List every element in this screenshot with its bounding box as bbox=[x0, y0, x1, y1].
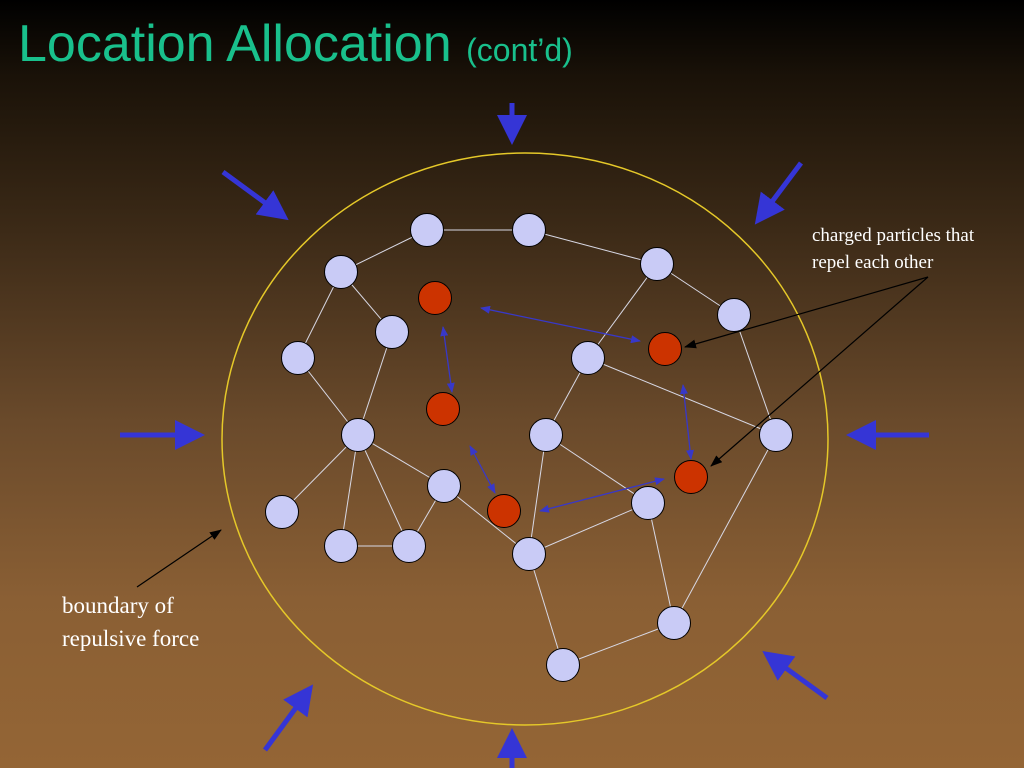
force-arrow-top-left bbox=[221, 169, 289, 221]
network-node bbox=[631, 486, 665, 520]
network-node bbox=[571, 341, 605, 375]
network-edge bbox=[528, 553, 564, 666]
force-arrow-bottom-right bbox=[762, 650, 829, 701]
repulsion-arrow bbox=[469, 445, 496, 494]
network-node bbox=[717, 298, 751, 332]
charged-particle bbox=[418, 281, 452, 315]
network-edge bbox=[562, 622, 675, 666]
network-edge bbox=[357, 434, 410, 547]
boundary-label-line: repulsive force bbox=[62, 626, 200, 651]
network-node bbox=[427, 469, 461, 503]
network-edge bbox=[340, 434, 359, 547]
network-node bbox=[265, 495, 299, 529]
charged-particle bbox=[648, 332, 682, 366]
network-node bbox=[546, 648, 580, 682]
slide-title: Location Allocation (cont’d) bbox=[18, 18, 573, 70]
repulsion-arrows bbox=[440, 305, 695, 513]
repulsion-arrow bbox=[480, 305, 641, 344]
repulsion-arrow bbox=[539, 477, 665, 513]
force-arrow-top-right bbox=[754, 161, 803, 225]
network-edge bbox=[647, 502, 675, 624]
network-edge bbox=[443, 485, 530, 555]
callout-lines bbox=[136, 276, 929, 588]
network-edge bbox=[733, 314, 777, 436]
network-edge bbox=[545, 434, 649, 504]
title-suffix: (cont’d) bbox=[466, 32, 573, 68]
network-node bbox=[640, 247, 674, 281]
title-main: Location Allocation bbox=[18, 15, 452, 73]
network-edge bbox=[587, 357, 777, 436]
network-node bbox=[657, 606, 691, 640]
network-node bbox=[759, 418, 793, 452]
charged-particle bbox=[426, 392, 460, 426]
network-node bbox=[324, 255, 358, 289]
network-node bbox=[392, 529, 426, 563]
network-nodes bbox=[265, 213, 793, 682]
network-node bbox=[529, 418, 563, 452]
network-node bbox=[410, 213, 444, 247]
particles-label: charged particles that repel each other bbox=[812, 222, 974, 276]
charged-particles bbox=[418, 281, 708, 528]
repulsion-arrow bbox=[679, 384, 695, 460]
network-edge bbox=[357, 331, 393, 436]
network-edge bbox=[673, 434, 777, 624]
network-node bbox=[324, 529, 358, 563]
boundary-label: boundary of repulsive force bbox=[62, 589, 199, 655]
force-arrows bbox=[120, 103, 929, 768]
particles-callout-line bbox=[684, 276, 929, 349]
network-edge bbox=[528, 229, 658, 265]
network-node bbox=[341, 418, 375, 452]
network-node bbox=[375, 315, 409, 349]
particles-label-line: repel each other bbox=[812, 252, 934, 273]
repulsive-boundary bbox=[221, 152, 829, 726]
force-arrow-bottom-left bbox=[262, 684, 314, 752]
network-edge bbox=[587, 263, 658, 359]
network-edge bbox=[528, 434, 547, 555]
particles-label-line: charged particles that bbox=[812, 225, 975, 246]
boundary-label-line: boundary of bbox=[62, 593, 174, 618]
network-edge bbox=[528, 502, 649, 555]
boundary-callout-line bbox=[136, 529, 222, 588]
network-node bbox=[512, 537, 546, 571]
charged-particle bbox=[487, 494, 521, 528]
charged-particle bbox=[674, 460, 708, 494]
network-node bbox=[281, 341, 315, 375]
network-node bbox=[512, 213, 546, 247]
particles-callout-line bbox=[710, 276, 929, 467]
repulsion-arrow bbox=[440, 326, 455, 393]
network-edge bbox=[281, 434, 359, 513]
